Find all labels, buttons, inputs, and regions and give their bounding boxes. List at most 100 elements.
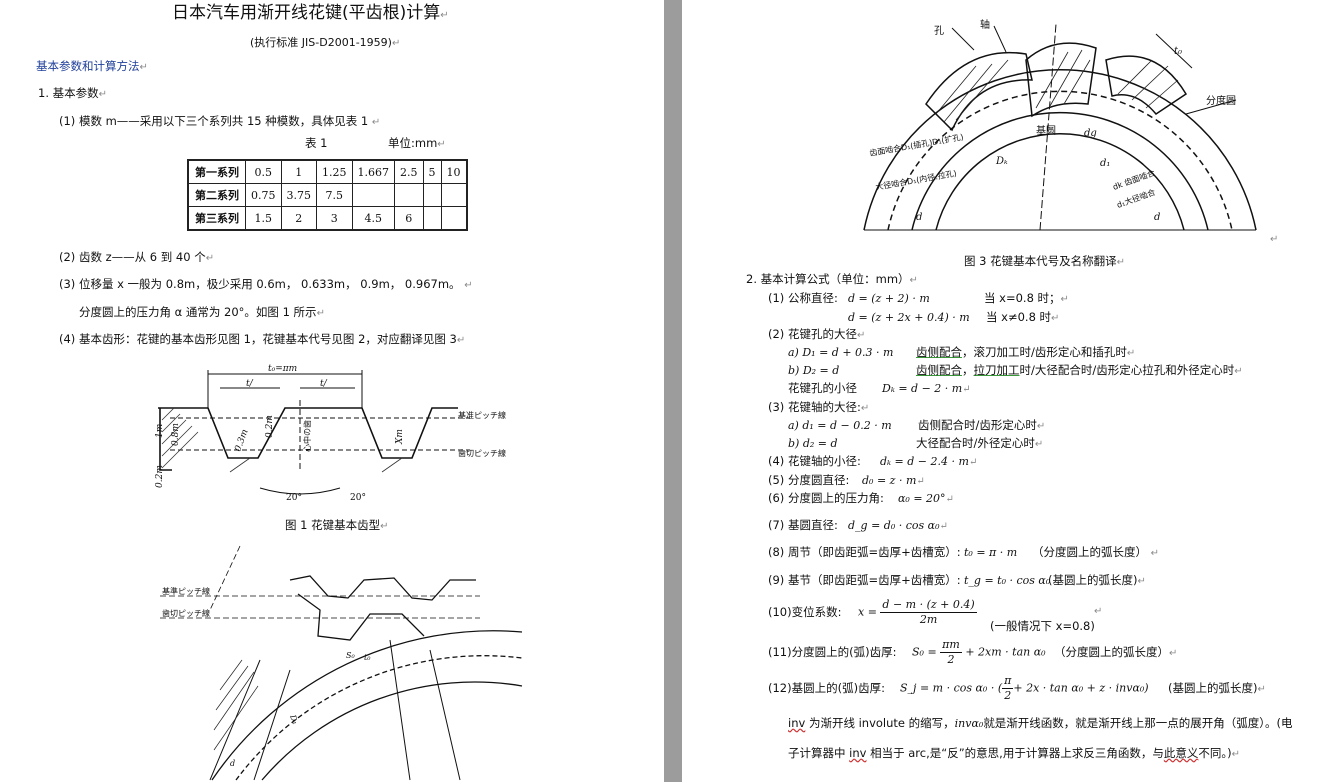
formula-10-numerator: d − m · (z + 0.4): [880, 598, 977, 613]
paragraph-mark: ↵: [98, 89, 108, 100]
hatch: [1117, 59, 1153, 95]
leader-line: [993, 25, 1007, 53]
formula-8-desc-text: （分度圆上的弧长度）: [1032, 545, 1147, 559]
item-2-heading: 2. 基本计算公式（单位：mm）↵: [746, 272, 918, 288]
formula-2c-label: 花键孔的小径: [788, 381, 857, 395]
table-cell: 1: [280, 159, 317, 184]
formula-9-desc: (基圆上的弧长度)↵: [1048, 573, 1146, 589]
fig3-label-pitch-circle: 分度圆: [1206, 94, 1236, 107]
formula-8-desc: （分度圆上的弧长度） ↵: [1032, 545, 1159, 561]
document-page-left: 日本汽车用渐开线花键(平齿根)计算↵ (执行标准 JIS-D2001-1959)…: [0, 0, 664, 782]
table-cell: [351, 183, 395, 207]
formula-6: α₀ = 20°↵: [898, 491, 954, 507]
leader-line: [951, 27, 975, 51]
figure-1-basic-tooth-profile: t₀=πm t/ t/ 基准ピッチ線 歯切ピッチ線 1m 0.8m 0.3m 0…: [155, 364, 506, 503]
paragraph-mark: ↵: [916, 476, 925, 487]
formula-7-label: (7) 基圆直径:: [768, 518, 838, 532]
section-heading: 基本参数和计算方法↵: [36, 59, 148, 75]
formula-2c: Dₖ = d − 2 · m↵: [882, 381, 971, 397]
fig2-label-d: d: [230, 759, 235, 768]
paragraph-mark: ↵: [1036, 421, 1046, 432]
angle-arc: [259, 487, 341, 495]
formula-3a-desc-text: 齿侧配合时/齿形定心时: [918, 418, 1037, 432]
table-cell: 0.5: [245, 159, 282, 184]
paragraph-mark: ↵: [1270, 234, 1279, 245]
note-inv-term: inv: [849, 746, 867, 760]
fig3-label-d: d: [916, 212, 922, 223]
formula-5: d₀ = z · m↵: [862, 473, 925, 489]
arc-root: [935, 132, 1185, 231]
table-cell: 0.75: [245, 183, 282, 207]
paragraph-mark: ↵: [456, 335, 466, 346]
hatch: [935, 65, 977, 115]
document-page-right: 孔 轴 分度圆 基圆 Dₖ d₁ dg d d 齿面啮合D₁(插孔)D₁(扩孔)…: [682, 0, 1343, 782]
table-unit: 单位:mm↵: [388, 136, 446, 152]
center-line: [1039, 23, 1057, 231]
formula-1b: d = (z + 2x + 0.4) · m: [848, 311, 970, 324]
formula-10-lhs: x =: [858, 605, 877, 619]
tooth-profile-line: [158, 407, 458, 459]
formula-11-desc: （分度圆上的弧长度）↵: [1054, 645, 1177, 661]
formula-4: dₖ = d − 2.4 · m↵: [880, 454, 977, 470]
formula-10: x = d − m · (z + 0.4) 2m: [858, 598, 977, 627]
arc-inner: [261, 681, 523, 781]
fig3-label-flank-fit-hole: 齿面啮合D₁(插孔)D₁(扩孔): [869, 132, 965, 158]
page-gutter: [664, 0, 682, 782]
table-cell: 1.5: [245, 206, 282, 231]
note-line-2-underlined: 此意义: [1163, 746, 1199, 760]
paragraph-basic-profile: (4) 基本齿形：花键的基本齿形见图 1，花键基本代号见图 2，对应翻译见图 3…: [59, 332, 465, 348]
leader-line: [1155, 33, 1193, 69]
paragraph-mark: ↵: [1257, 684, 1266, 695]
formula-12-lhs: S_j = m · cos α₀ · (: [900, 681, 1003, 695]
paragraph-mark: ↵: [1150, 548, 1160, 559]
formula-5-label: (5) 分度圆直径:: [768, 473, 850, 487]
hatch: [213, 685, 259, 751]
table-cell: 1.25: [316, 159, 353, 184]
fig1-label-0.2m: 0.2m: [265, 415, 275, 438]
paragraph-mark: ↵: [391, 38, 401, 49]
fig3-label-t0: t₀: [1174, 46, 1182, 57]
note-line-2-text-2: 相当于 arc,是“反”的意思,用于计算器上求反三角函数，与: [866, 746, 1164, 760]
hole-tooth: [925, 51, 1033, 132]
figure-1-caption: 图 1 花键基本齿型↵: [285, 518, 389, 534]
fig1-label-0.8m: 0.8m: [171, 423, 181, 446]
formula-12-desc: (基圆上的弧长度)↵: [1168, 681, 1266, 697]
formula-2a-desc-underlined: 齿侧配合: [916, 345, 962, 359]
table-cell: 第二系列: [187, 183, 246, 207]
fig2-label-cutting-pitch-line: 歯切ピッチ線: [162, 608, 210, 618]
formula-1a-condition: 当 x=0.8 时；↵: [984, 291, 1069, 307]
module-series-table: 第一系列 0.5 1 1.25 1.667 2.5 5 10 第二系列 0.75…: [187, 159, 468, 231]
table-cell: [422, 183, 442, 207]
paragraph-mark: ↵: [962, 384, 971, 395]
hatch: [943, 63, 993, 123]
paragraph-mark: ↵: [1034, 439, 1044, 450]
fig3-label-hole: 孔: [934, 25, 944, 37]
formula-12-numerator: π: [1002, 674, 1014, 689]
fig1-label-xm: Xm: [395, 429, 405, 445]
arc-pitch: [887, 90, 1233, 231]
radial-line: [429, 649, 461, 781]
formula-9-label: (9) 基节（即齿距弧=齿厚+齿槽宽）:: [768, 573, 961, 587]
fig1-label-angle: 20°: [286, 493, 302, 503]
hatch: [1063, 59, 1091, 105]
paragraph-mark: ↵: [139, 62, 148, 73]
table-row: 第三系列 1.5 2 3 4.5 6: [187, 206, 467, 231]
paragraph-mark: ↵: [860, 403, 870, 414]
paragraph-mark: ↵: [464, 280, 473, 291]
formula-10-denominator: 2m: [919, 613, 938, 626]
table-caption-text: 表 1: [305, 136, 328, 150]
hatch: [229, 457, 251, 473]
formula-1a: d = (z + 2) · m: [848, 292, 930, 305]
note-line-1-text: 为渐开线 involute 的缩写，: [805, 716, 955, 730]
table-cell: 10: [440, 159, 467, 184]
formula-8: t₀ = π · m: [964, 546, 1018, 559]
table-row: 第二系列 0.75 3.75 7.5: [187, 183, 467, 207]
paragraph-module: (1) 模数 m——采用以下三个系列共 15 种模数，具体见表 1 ↵: [59, 114, 380, 130]
formula-11: S₀ = πm 2 + 2xm · tan α₀: [912, 638, 1046, 667]
hatch: [219, 659, 243, 691]
hatch: [161, 425, 193, 457]
radial-line: [389, 639, 411, 781]
formula-6-label: (6) 分度圆上的压力角:: [768, 491, 884, 505]
hatch: [161, 431, 199, 469]
formula-2-label: (2) 花键孔的大径↵: [768, 327, 865, 343]
